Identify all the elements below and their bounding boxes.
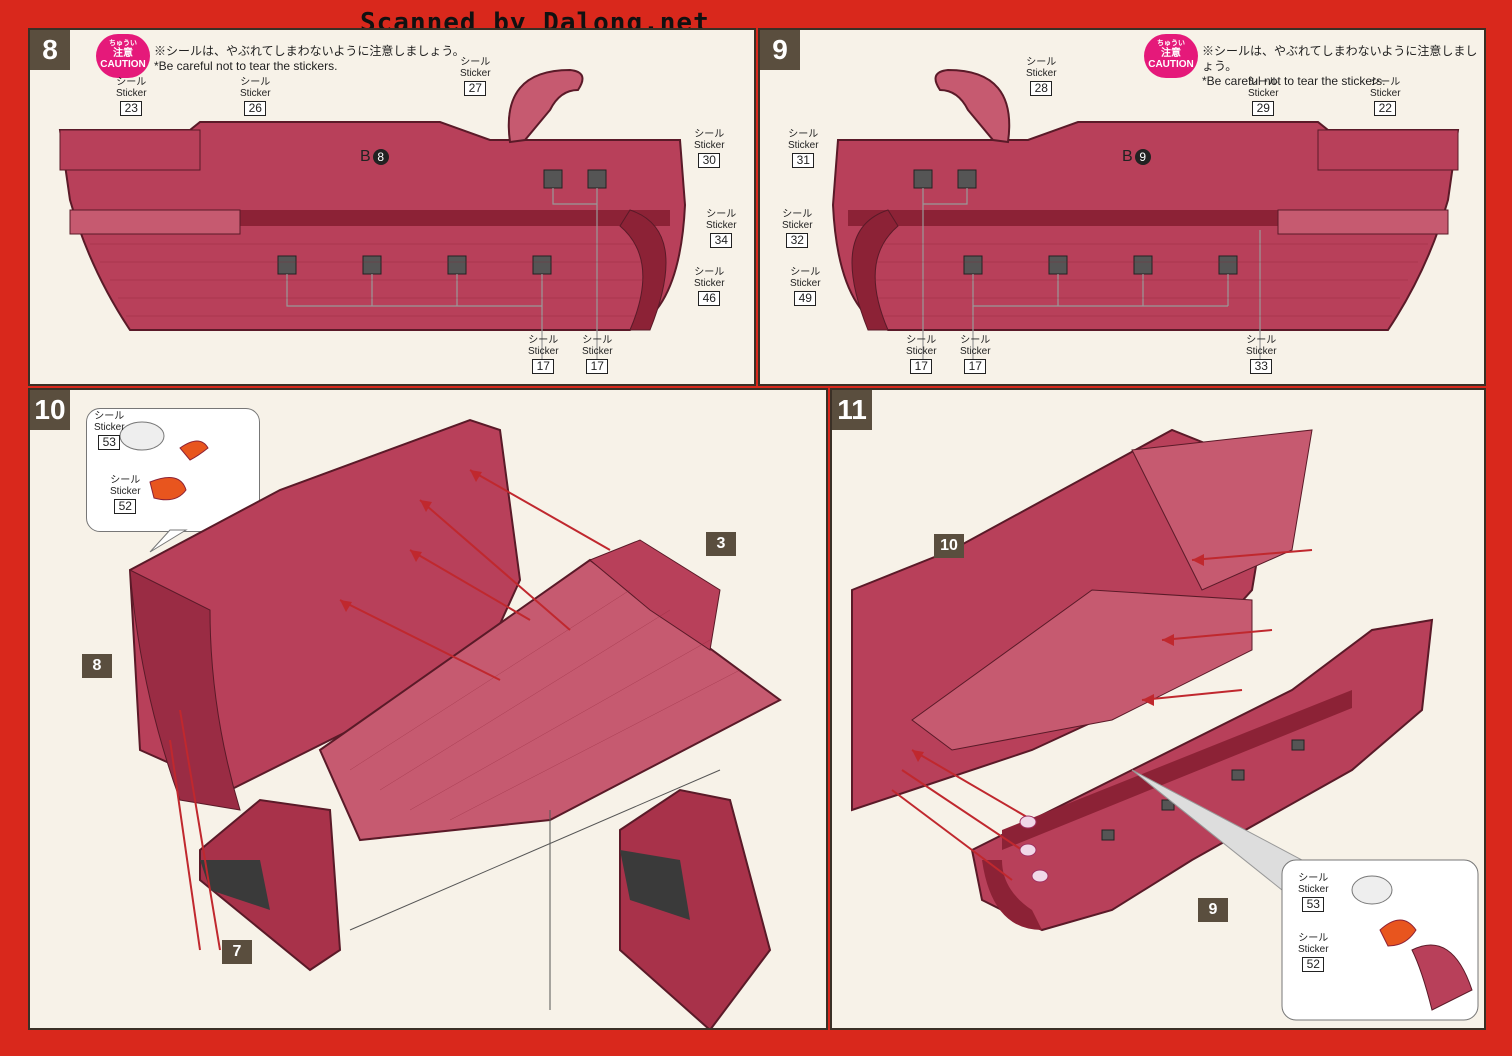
caution-note: ※シールは、やぶれてしまわないように注意しましょう。*Be careful no…	[154, 44, 465, 73]
assembly-step-10	[119, 418, 782, 1028]
part-3-tag: 3	[706, 532, 736, 556]
caution-note: ※シールは、やぶれてしまわないように注意しましょう。*Be careful no…	[1202, 44, 1478, 88]
part-10-tag: 10	[934, 534, 964, 558]
part-9-tag: 9	[1198, 898, 1228, 922]
step-number: 8	[30, 30, 70, 70]
step-10-panel: 10	[28, 388, 828, 1030]
step-number: 10	[30, 390, 70, 430]
ship-side-view-starboard	[831, 68, 1460, 360]
part-7-tag: 7	[222, 940, 252, 964]
part-8-tag: 8	[82, 654, 112, 678]
step-11-panel: 11 10 9	[830, 388, 1486, 1030]
ship-side-view-port	[58, 68, 687, 360]
step-number: 11	[832, 390, 872, 430]
step-number: 9	[760, 30, 800, 70]
assembly-step-11	[851, 428, 1479, 1021]
